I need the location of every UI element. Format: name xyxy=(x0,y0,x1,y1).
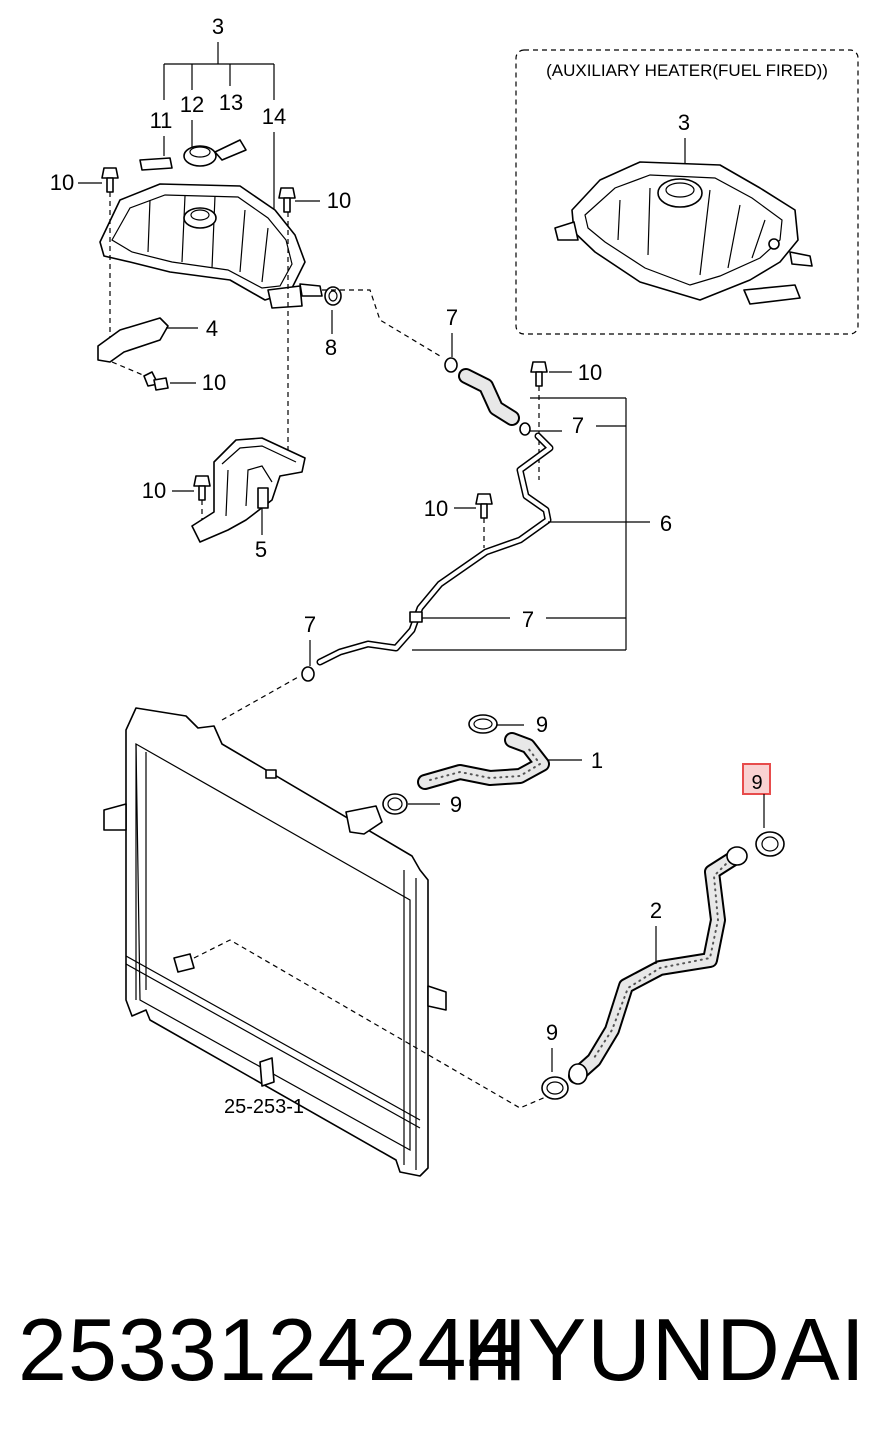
cap-tether xyxy=(214,139,247,161)
pipe-assembly-group: 7 10 7 10 6 7 7 xyxy=(221,289,672,721)
inset-dashed-frame xyxy=(515,49,859,335)
parts-diagram: (AUXILIARY HEATER(FUEL FIRED)) 3 3 11 12… xyxy=(50,14,859,1177)
inset-title: (AUXILIARY HEATER(FUEL FIRED)) xyxy=(546,61,828,80)
highlight-box xyxy=(742,763,771,795)
bracket-lower xyxy=(97,317,169,363)
part-number: 2533124244 xyxy=(18,1300,518,1399)
clamp-lower xyxy=(541,1076,569,1100)
reservoir-cap xyxy=(183,145,217,167)
label-hose-mid-small: 7 xyxy=(572,413,584,438)
label-clamp-highlight: 9 xyxy=(751,772,762,794)
radiator xyxy=(103,707,447,1177)
label-clamp-lower: 9 xyxy=(546,1020,558,1045)
label-radiator-ref: 25-253-1 xyxy=(224,1096,304,1118)
bolt-e xyxy=(530,361,548,387)
highlight-fill xyxy=(744,765,769,793)
brand-name: HYUNDAI xyxy=(462,1300,866,1399)
label-clamp-upper-a: 9 xyxy=(536,712,548,737)
label-aux-reservoir: 3 xyxy=(678,110,690,135)
bolt-a xyxy=(101,167,119,193)
hose-mid-small xyxy=(519,422,531,436)
label-clamp-upper-b: 9 xyxy=(450,792,462,817)
label-mount-bracket: 5 xyxy=(255,537,267,562)
bolt-b xyxy=(278,187,296,213)
clamp-upper-a xyxy=(468,714,498,734)
bolt-f xyxy=(475,493,493,519)
mount-bracket xyxy=(191,437,306,543)
bolt-c xyxy=(143,371,169,391)
label-bolt-f: 10 xyxy=(424,496,448,521)
aux-reservoir-tank xyxy=(554,161,813,305)
label-bolt-a: 10 xyxy=(50,170,74,195)
leader-reservoir-group xyxy=(163,42,275,100)
hose-upper-small xyxy=(444,357,458,373)
lower-hose-group: 9 2 9 xyxy=(541,763,785,1100)
clamp-highlight xyxy=(755,831,785,857)
auxiliary-heater-inset: (AUXILIARY HEATER(FUEL FIRED)) 3 xyxy=(515,49,859,335)
label-grommet: 8 xyxy=(325,335,337,360)
reservoir-group: 3 11 12 13 14 8 xyxy=(50,14,351,460)
label-bracket-pipe: 14 xyxy=(262,104,286,129)
label-bolt-d: 10 xyxy=(142,478,166,503)
grommet xyxy=(324,286,342,306)
bolt-d xyxy=(193,475,211,501)
label-bracket-lower: 4 xyxy=(206,316,218,341)
reservoir-tank xyxy=(99,183,323,309)
upper-hose-group: 9 1 9 xyxy=(382,712,603,817)
label-bolt-e: 10 xyxy=(578,360,602,385)
label-pipe-assy: 6 xyxy=(660,511,672,536)
label-hose-lower: 2 xyxy=(650,898,662,923)
cap-label-sticker xyxy=(139,157,173,171)
footer: 2533124244 HYUNDAI xyxy=(0,1285,886,1415)
hose-pipe-joint xyxy=(409,611,423,623)
label-hose-upper-small: 7 xyxy=(446,305,458,330)
pipe-assembly xyxy=(316,432,554,666)
mount-bracket-group: 10 5 xyxy=(142,437,306,562)
label-hose-pipe-joint: 7 xyxy=(522,607,534,632)
label-cap-seal: 12 xyxy=(180,92,204,117)
label-cap: 13 xyxy=(219,90,243,115)
label-hose-upper: 1 xyxy=(591,748,603,773)
clamp-upper-b xyxy=(382,793,408,815)
label-cap-label: 11 xyxy=(150,108,173,133)
label-hose-lower-small: 7 xyxy=(304,612,316,637)
hose-radiator-small xyxy=(301,666,315,682)
label-bolt-b: 10 xyxy=(327,188,351,213)
label-reservoir-group: 3 xyxy=(212,14,224,39)
label-bolt-c: 10 xyxy=(202,370,226,395)
